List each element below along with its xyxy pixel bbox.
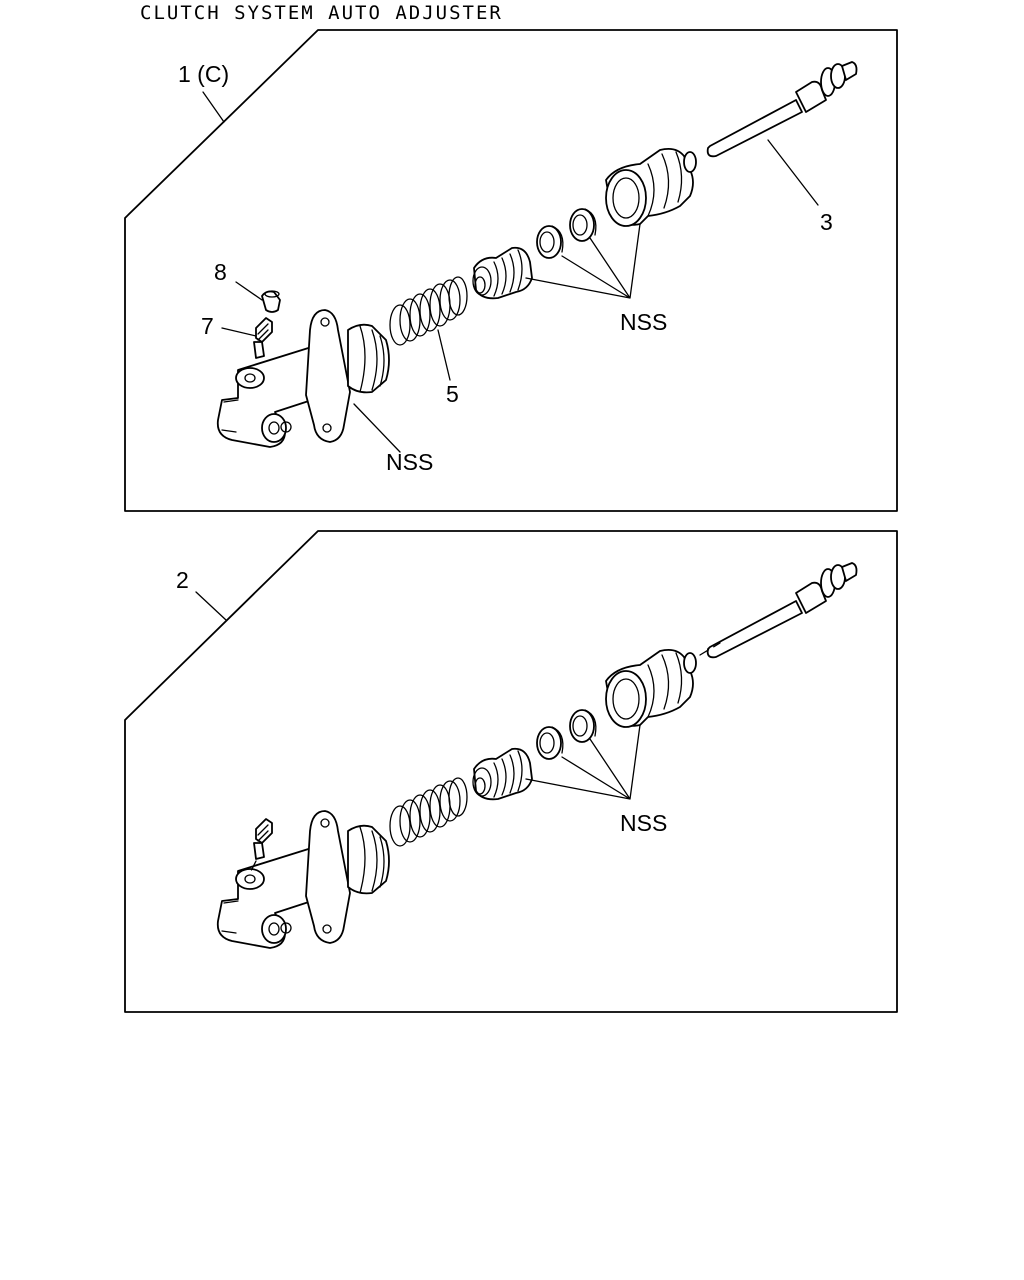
callout-2: 2 [176, 567, 189, 593]
push-rod [706, 61, 858, 158]
top-panel-frame [124, 29, 898, 512]
piston-seal-1 [536, 225, 564, 259]
push-rod [699, 562, 858, 659]
dust-boot [605, 147, 697, 227]
callout-nss-seals-bottom: NSS [620, 810, 667, 836]
piston [472, 246, 533, 300]
bottom-panel: 2 NSS [124, 530, 898, 1013]
return-spring [389, 777, 468, 847]
slave-cylinder-body [216, 309, 390, 448]
page-title: CLUTCH SYSTEM AUTO ADJUSTER [140, 2, 503, 24]
piston-seal-1 [536, 726, 564, 760]
bleeder-screw [253, 317, 273, 359]
bottom-panel-frame [124, 530, 898, 1013]
slave-cylinder-body [216, 810, 390, 949]
callout-5: 5 [446, 381, 459, 407]
callout-7: 7 [201, 313, 214, 339]
bleeder-cap [261, 290, 281, 313]
callout-3: 3 [820, 209, 833, 235]
return-spring [389, 276, 468, 346]
dust-boot [605, 648, 697, 728]
piston-seal-2 [569, 208, 597, 242]
piston [472, 747, 533, 801]
bleeder-screw [249, 818, 273, 874]
callout-nss-body: NSS [386, 449, 433, 475]
piston-seal-2 [569, 709, 597, 743]
callout-nss-seals: NSS [620, 309, 667, 335]
top-panel: 1 (C) 3 5 7 8 NSS NSS [124, 29, 898, 512]
callout-8: 8 [214, 259, 227, 285]
callout-1c: 1 (C) [178, 61, 229, 87]
